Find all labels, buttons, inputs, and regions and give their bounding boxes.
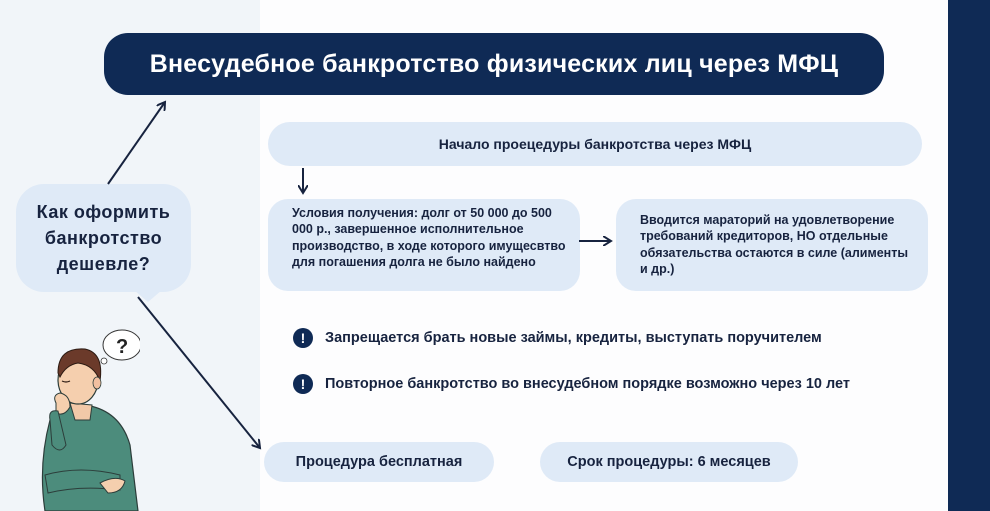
procedure-term-badge: Срок процедуры: 6 месяцев [540, 442, 798, 482]
warning-item: ! Повторное банкротство во внесудебном п… [293, 374, 850, 394]
free-procedure-text: Процедура бесплатная [295, 454, 463, 470]
exclamation-circle-icon: ! [293, 328, 313, 348]
procedure-term-text: Срок процедуры: 6 месяцев [567, 454, 771, 470]
question-line: банкротство [44, 228, 163, 248]
question-bubble: Как оформить банкротство дешевле? [16, 184, 191, 302]
question-line: дешевле? [56, 254, 151, 274]
warning-item: ! Запрещается брать новые займы, кредиты… [293, 328, 822, 348]
svg-text:?: ? [116, 336, 128, 358]
exclamation-circle-icon: ! [293, 374, 313, 394]
thinking-man-illustration: ? [41, 329, 140, 511]
thought-bubble-icon: ? [95, 329, 140, 370]
flow-moratorium-step: Вводится мараторий на удовлетворение тре… [616, 199, 928, 291]
warning-text: Запрещается брать новые займы, кредиты, … [325, 330, 822, 346]
question-line: Как оформить [36, 202, 171, 222]
right-decorative-strip [948, 0, 990, 511]
flow-moratorium-text: Вводится мараторий на удовлетворение тре… [640, 213, 909, 276]
page-title: Внесудебное банкротство физических лиц ч… [104, 33, 884, 95]
flow-start-text: Начало проецедуры банкротства через МФЦ [438, 136, 752, 152]
warning-text: Повторное банкротство во внесудебном пор… [325, 376, 850, 392]
free-procedure-badge: Процедура бесплатная [264, 442, 494, 482]
flow-start-step: Начало проецедуры банкротства через МФЦ [268, 122, 922, 166]
page-title-text: Внесудебное банкротство физических лиц ч… [149, 49, 839, 78]
flow-conditions-text: Условия получения: долг от 50 000 до 500… [292, 206, 566, 269]
flow-conditions-step: Условия получения: долг от 50 000 до 500… [268, 199, 580, 291]
